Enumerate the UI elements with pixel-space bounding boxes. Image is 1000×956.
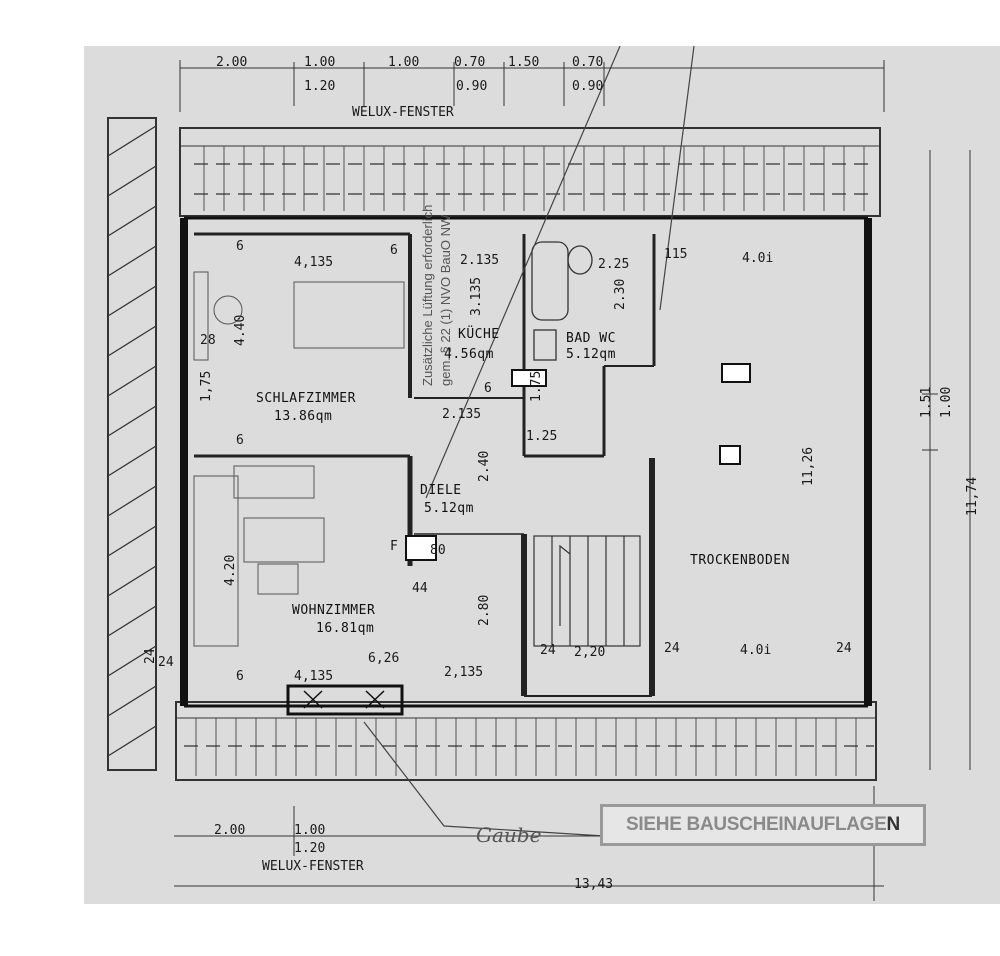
floor-plan-sheet: 2.00 1.00 1.00 0.70 1.50 0.70 1.20 0.90 …: [84, 46, 1000, 904]
top-window-label: WELUX-FENSTER: [352, 105, 454, 120]
stamp-text: SIEHE BAUSCHEINAUFLAGE: [626, 814, 887, 835]
overall-width: 13,43: [574, 877, 613, 892]
kueche-name: KÜCHE: [458, 325, 500, 342]
bad-name: BAD WC: [566, 331, 616, 346]
trocken-width-top: 4.0i: [742, 251, 773, 266]
small-dim-4: 115: [664, 247, 687, 262]
small-dim-15: 24: [836, 641, 852, 656]
bad-height: 2.30: [613, 279, 628, 310]
chimney-blocks: [405, 363, 751, 561]
leader-lines: [363, 46, 695, 837]
dormer-windows: [286, 684, 404, 716]
bad-area: 5.12qm: [566, 347, 616, 362]
kueche-area: 4.56qm: [444, 347, 494, 362]
floor-plan-drawing: 2.00 1.00 1.00 0.70 1.50 0.70 1.20 0.90 …: [107, 46, 980, 901]
top-dim-2: 1.00: [304, 55, 335, 70]
wohn-side: 2.80: [477, 595, 492, 626]
top-dim-1: 2.00: [216, 55, 247, 70]
small-dim-11: 80: [430, 543, 446, 558]
small-dim-10: 44: [412, 581, 428, 596]
wohn-width-left: 4,135: [294, 669, 333, 684]
diele-height: 2.40: [477, 451, 492, 482]
furniture: [193, 271, 405, 647]
top-dim-5: 1.50: [508, 55, 539, 70]
exterior-walls: [180, 216, 872, 708]
top-dim-8: 0.90: [456, 79, 487, 94]
right-dim-1: 1.51: [919, 387, 934, 418]
stamp-last-letter: N: [886, 814, 901, 835]
wohn-area: 16.81qm: [316, 621, 374, 636]
dimension-lines: [174, 60, 971, 901]
schlaf-height: 4.40: [233, 315, 248, 346]
small-label-f: F: [390, 539, 398, 554]
trocken-height: 11,26: [801, 447, 816, 486]
top-dim-3: 1.00: [388, 55, 419, 70]
trocken-width-bottom: 4.0i: [740, 643, 771, 658]
wohn-height: 4.20: [223, 555, 238, 586]
wohn-width: 6,26: [368, 651, 399, 666]
kueche-height: 3.135: [469, 277, 484, 316]
small-dim-0: 6: [236, 239, 244, 254]
bottom-window-label: WELUX-FENSTER: [262, 859, 364, 874]
schlaf-name: SCHLAFZIMMER: [256, 391, 356, 406]
small-dim-5: 28: [200, 333, 216, 348]
kueche-width: 2.135: [460, 253, 499, 268]
small-dim-2: 6: [236, 433, 244, 448]
small-dim-3: 6: [236, 669, 244, 684]
vertical-note-1: Zusätzliche Lüftung erforderlich: [420, 205, 435, 386]
top-dim-7: 1.20: [304, 79, 335, 94]
schlaf-width: 4,135: [294, 255, 333, 270]
bottom-roof-band: [175, 701, 877, 781]
small-dim-12: 2,20: [574, 645, 605, 660]
small-dim-9: 6: [484, 381, 492, 396]
bottom-dim-3: 1.20: [294, 841, 325, 856]
small-dim-16: 24: [158, 655, 174, 670]
bad-width: 2.25: [598, 257, 629, 272]
small-dim-14: 24: [664, 641, 680, 656]
left-hatched-wall: [107, 117, 157, 771]
small-dim-8: 1.25: [526, 429, 557, 444]
wohn-width-right: 2,135: [444, 665, 483, 680]
stamp-box: SIEHE BAUSCHEINAUFLAGEN: [600, 804, 926, 846]
small-dim-1: 6: [390, 243, 398, 258]
diele-width: 2.135: [442, 407, 481, 422]
small-dim-6: 1,75: [199, 371, 214, 402]
staircase: [533, 535, 641, 647]
bottom-dim-2: 1.00: [294, 823, 325, 838]
left-wall-dim: 24: [143, 648, 158, 664]
schlaf-area: 13.86qm: [274, 409, 332, 424]
small-dim-7: 1.75: [529, 371, 544, 402]
trocken-name: TROCKENBODEN: [690, 553, 790, 568]
wohn-name: WOHNZIMMER: [292, 603, 375, 618]
diele-area: 5.12qm: [424, 501, 474, 516]
gaube-label: Gaube: [476, 823, 541, 847]
diele-name: DIELE: [420, 483, 462, 498]
top-roof-band: [179, 127, 881, 217]
bath-fixtures: [531, 241, 593, 361]
small-dim-13: 24: [540, 643, 556, 658]
overall-depth: 11,74: [965, 477, 980, 516]
top-dim-4: 0.70: [454, 55, 485, 70]
top-dim-9: 0.90: [572, 79, 603, 94]
right-dim-2: 1.00: [939, 387, 954, 418]
bottom-dim-1: 2.00: [214, 823, 245, 838]
top-dim-6: 0.70: [572, 55, 603, 70]
vertical-note-2: gem. § 22 (1) NVO BauO NW: [438, 214, 453, 386]
